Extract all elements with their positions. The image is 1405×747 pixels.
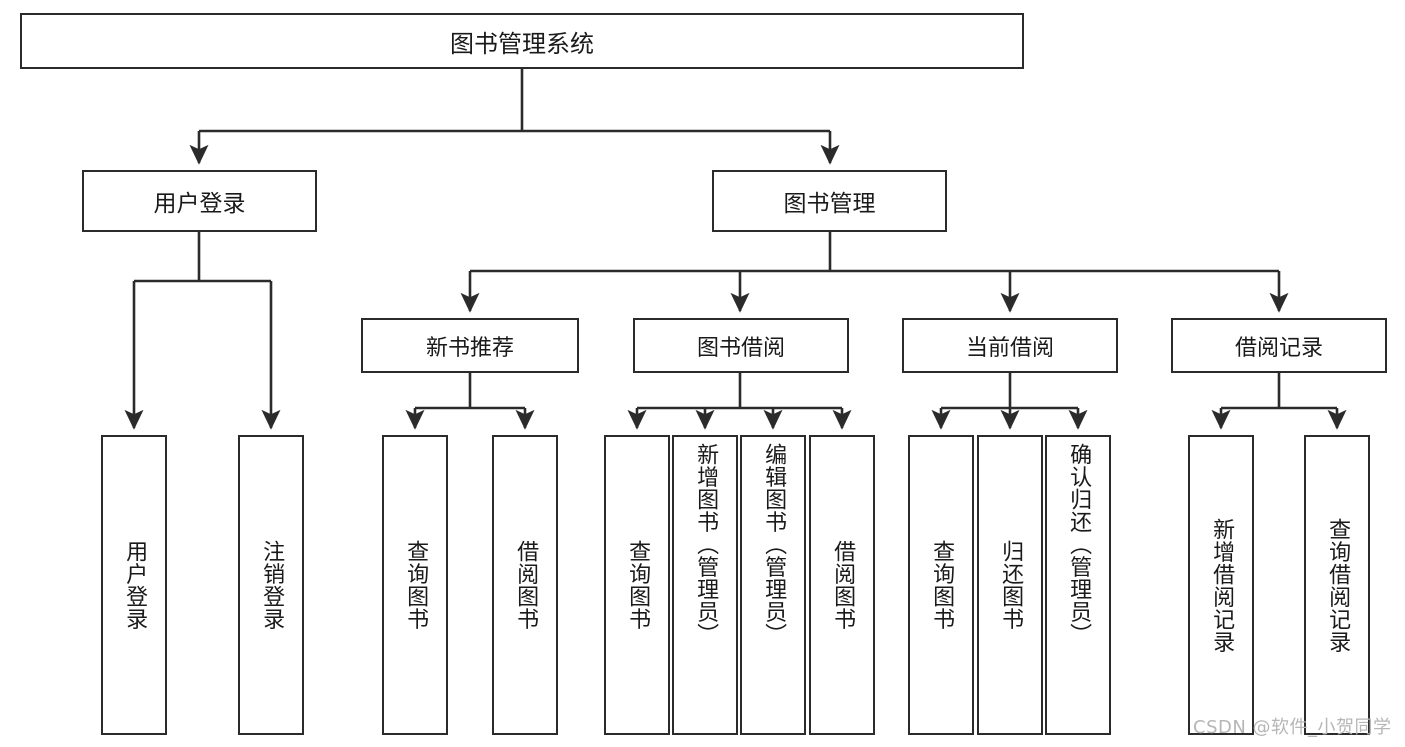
leaf-book-borrow-add-book[interactable]: 新增图书（管理员） <box>672 435 738 735</box>
leaf-current-borrow-query-book[interactable]: 查询图书 <box>908 435 974 735</box>
leaf-label: 借阅图书 <box>513 540 539 630</box>
leaf-user-login-login[interactable]: 用户登录 <box>101 435 167 735</box>
leaf-book-borrow-query-book[interactable]: 查询图书 <box>604 435 670 735</box>
leaf-label: 借阅图书 <box>830 540 856 630</box>
node-book-borrow[interactable]: 图书借阅 <box>633 318 849 373</box>
node-book-manage[interactable]: 图书管理 <box>712 170 947 232</box>
leaf-current-borrow-return-book[interactable]: 归还图书 <box>977 435 1043 735</box>
leaf-label: 查询图书 <box>403 540 429 630</box>
node-root[interactable]: 图书管理系统 <box>20 13 1024 69</box>
leaf-label: 确认归还（管理员） <box>1066 443 1092 646</box>
leaf-book-borrow-edit-book[interactable]: 编辑图书（管理员） <box>740 435 806 735</box>
leaf-borrow-record-add-record[interactable]: 新增借阅记录 <box>1188 435 1254 735</box>
node-new-book-recommend[interactable]: 新书推荐 <box>361 318 579 373</box>
watermark-text: CSDN @软件_小贺同学 <box>1193 717 1392 738</box>
leaf-label: 查询图书 <box>625 540 651 630</box>
leaf-label: 查询图书 <box>929 540 955 630</box>
leaf-label: 用户登录 <box>122 540 148 630</box>
leaf-label: 查询借阅记录 <box>1325 517 1351 653</box>
leaf-current-borrow-confirm-return[interactable]: 确认归还（管理员） <box>1045 435 1111 735</box>
leaf-label: 新增图书（管理员） <box>693 443 719 646</box>
leaf-new-book-borrow-book[interactable]: 借阅图书 <box>492 435 558 735</box>
node-user-login[interactable]: 用户登录 <box>82 170 317 232</box>
leaf-label: 归还图书 <box>998 540 1024 630</box>
leaf-new-book-query-book[interactable]: 查询图书 <box>382 435 448 735</box>
node-current-borrow[interactable]: 当前借阅 <box>902 318 1118 373</box>
leaf-label: 注销登录 <box>259 540 285 630</box>
node-borrow-record[interactable]: 借阅记录 <box>1171 318 1387 373</box>
leaf-book-borrow-borrow-book[interactable]: 借阅图书 <box>809 435 875 735</box>
leaf-borrow-record-query-record[interactable]: 查询借阅记录 <box>1304 435 1370 735</box>
leaf-user-login-logout[interactable]: 注销登录 <box>238 435 304 735</box>
leaf-label: 编辑图书（管理员） <box>761 443 787 646</box>
leaf-label: 新增借阅记录 <box>1209 517 1235 653</box>
